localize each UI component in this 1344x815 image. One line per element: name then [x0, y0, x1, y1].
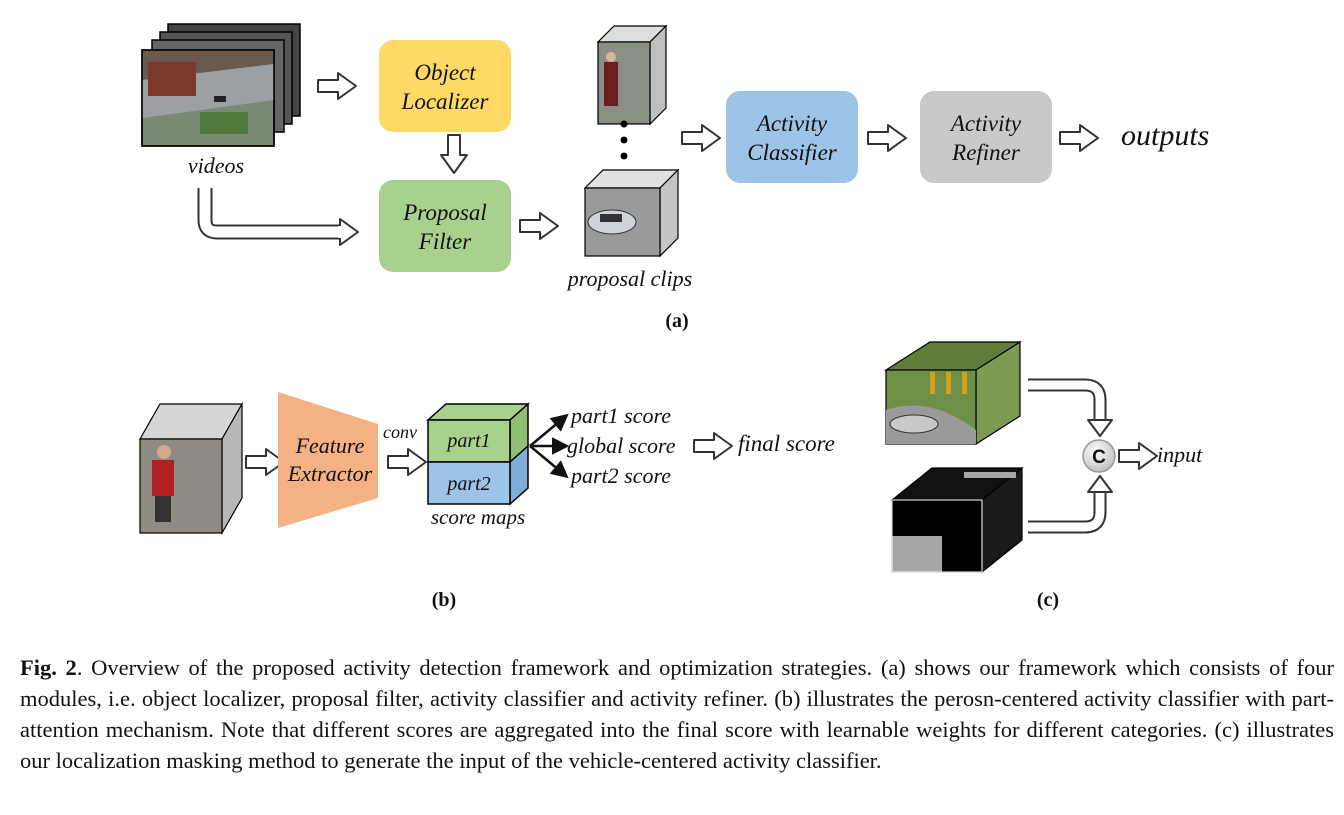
mask-clip-image	[890, 466, 1024, 574]
score-branch-arrows	[529, 413, 570, 479]
proposal-clip-person-image	[596, 24, 668, 126]
conv-label: conv	[383, 422, 417, 442]
part1-label: part1	[445, 430, 490, 452]
proposal-filter-line2: Filter	[418, 229, 472, 254]
arrow-vehicle-to-concat	[1028, 378, 1113, 437]
score-maps-label: score maps	[431, 505, 525, 529]
arrow-classifier-to-refiner	[867, 124, 907, 152]
arrow-extractor-to-scoremaps	[387, 448, 427, 476]
video-stack-image	[141, 23, 301, 147]
figure-caption: Fig. 2. Overview of the proposed activit…	[20, 652, 1334, 776]
part2-score-label: part2 score	[569, 463, 671, 488]
concat-symbol: C	[1092, 447, 1106, 468]
arrow-videos-to-localizer	[317, 72, 357, 100]
proposal-clip-vehicle-image	[583, 168, 680, 258]
proposal-filter-line1: Proposal	[402, 200, 487, 225]
part1-block	[427, 419, 511, 463]
arrow-filter-to-clips	[519, 212, 559, 240]
panel-b: Feature Extractor conv part1 part2 score…	[138, 392, 835, 611]
part2-block	[427, 461, 511, 505]
proposal-filter-box: Proposal Filter	[379, 180, 511, 272]
object-localizer-line1: Object	[414, 60, 476, 85]
activity-refiner-line2: Refiner	[951, 140, 1021, 165]
arrow-clips-to-classifier	[681, 124, 721, 152]
score-maps-cube: part1 part2	[426, 402, 530, 506]
object-localizer-line2: Localizer	[401, 89, 490, 114]
activity-classifier-box: Activity Classifier	[726, 91, 858, 183]
framework-diagram: videos Object Localizer Proposal Filter	[138, 23, 1209, 611]
feature-extractor-line1: Feature	[295, 433, 365, 458]
input-clip-person-image	[138, 401, 244, 536]
outputs-label: outputs	[1121, 119, 1209, 152]
panel-c: C input (c)	[883, 340, 1203, 611]
panel-a-label: (a)	[665, 310, 688, 332]
feature-extractor-line2: Extractor	[287, 461, 373, 486]
arrow-global-to-final	[693, 432, 733, 460]
part1-score-label: part1 score	[569, 403, 671, 428]
panel-a: videos Object Localizer Proposal Filter	[141, 23, 1209, 332]
object-localizer-box: Object Localizer	[379, 40, 511, 132]
arrow-concat-to-input	[1118, 442, 1158, 470]
arrow-mask-to-concat	[1028, 475, 1113, 534]
global-score-label: global score	[567, 433, 676, 458]
final-score-label: final score	[738, 431, 835, 456]
ellipsis-dots	[620, 120, 628, 160]
caption-figure-label: Fig. 2	[20, 655, 77, 680]
videos-label: videos	[188, 153, 244, 178]
proposal-clips-label: proposal clips	[566, 266, 692, 291]
panel-b-label: (b)	[432, 589, 456, 611]
arrow-videos-to-filter	[197, 188, 359, 246]
part2-label: part2	[445, 473, 490, 495]
input-label: input	[1157, 442, 1203, 467]
concat-operator-icon: C	[1082, 439, 1116, 473]
activity-classifier-line1: Activity	[755, 111, 828, 136]
activity-refiner-box: Activity Refiner	[920, 91, 1052, 183]
caption-text: . Overview of the proposed activity dete…	[20, 655, 1334, 773]
arrow-refiner-to-outputs	[1059, 124, 1099, 152]
activity-classifier-line2: Classifier	[747, 140, 838, 165]
panel-c-label: (c)	[1037, 589, 1059, 611]
activity-refiner-line1: Activity	[949, 111, 1022, 136]
vehicle-clip-image	[883, 340, 1023, 446]
arrow-localizer-to-filter	[440, 134, 468, 174]
feature-extractor-trapezoid: Feature Extractor	[278, 392, 378, 528]
